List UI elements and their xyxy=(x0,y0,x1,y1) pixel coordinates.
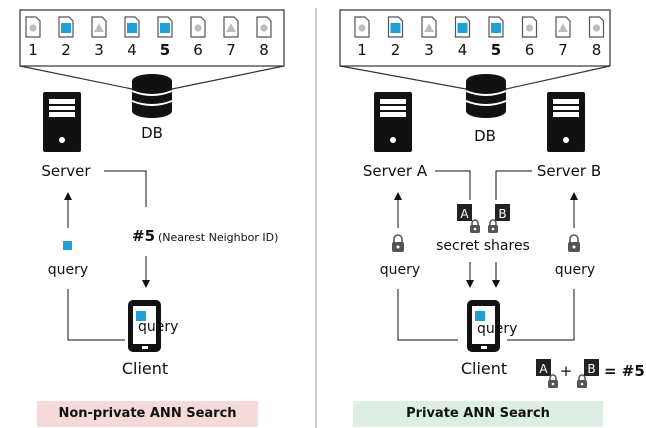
left-doc-3-icon xyxy=(91,16,107,38)
right-query-right-line xyxy=(507,289,575,341)
left-result-line xyxy=(104,170,147,207)
right-db-label: DB xyxy=(474,127,496,145)
right-doc-icons: 1 2 3 4 5 6 7 8 xyxy=(354,16,605,59)
svg-text:A: A xyxy=(539,362,548,376)
formula-plus: + xyxy=(560,362,573,380)
secret-shares-label: secret shares xyxy=(436,238,530,254)
right-doc-1-icon xyxy=(354,16,370,38)
left-db-icon xyxy=(131,74,173,118)
left-client-label: Client xyxy=(122,359,168,378)
left-result-note: (Nearest Neighbor ID) xyxy=(158,231,278,244)
right-phone-icon xyxy=(467,300,500,352)
right-phone-query-label: query xyxy=(477,321,517,337)
server-b-icon xyxy=(547,92,585,152)
share-b-badge: B xyxy=(495,204,510,221)
left-doc-number: 5 xyxy=(160,41,170,59)
query-left-lock-icon xyxy=(392,234,404,252)
left-phone-query-label: query xyxy=(138,319,178,335)
right-db-icon xyxy=(465,74,507,118)
formula-share-a: A xyxy=(536,359,558,388)
left-doc-6-icon xyxy=(190,16,206,38)
left-phone-icon xyxy=(128,300,161,352)
left-doc-number: 2 xyxy=(61,41,71,59)
right-doc-number: 6 xyxy=(525,41,535,59)
right-query-right-label: query xyxy=(555,262,595,278)
right-panel: 1 2 3 4 5 6 7 8 DB Server A Server B xyxy=(339,9,645,388)
server-a-icon xyxy=(374,92,412,152)
right-doc-2-icon xyxy=(387,16,404,38)
left-doc-5-icon xyxy=(157,16,173,38)
left-server-icon xyxy=(43,92,81,152)
share-a-lock-icon xyxy=(470,219,480,233)
left-query-label: query xyxy=(48,262,88,278)
left-doc-number: 4 xyxy=(127,41,137,59)
server-b-label: Server B xyxy=(537,162,601,180)
svg-text:B: B xyxy=(498,207,506,221)
server-b-share-line xyxy=(495,170,532,200)
left-doc-number: 3 xyxy=(94,41,104,59)
share-a-badge: A xyxy=(457,204,472,221)
left-doc-1-icon xyxy=(25,16,41,38)
left-doc-2-icon xyxy=(58,16,74,38)
server-a-label: Server A xyxy=(363,162,428,180)
query-right-lock-icon xyxy=(568,234,580,252)
right-caption: Private ANN Search xyxy=(353,401,603,427)
right-client-label: Client xyxy=(461,359,507,378)
right-doc-3-icon xyxy=(421,16,437,38)
formula-share-b: B xyxy=(577,359,599,388)
right-doc-number: 7 xyxy=(558,41,568,59)
svg-text:A: A xyxy=(460,207,469,221)
formula-result: = #5 xyxy=(604,362,645,380)
right-doc-4-icon xyxy=(454,16,471,38)
left-doc-icons: 1 2 3 4 5 6 7 8 xyxy=(25,16,272,59)
left-doc-number: 7 xyxy=(226,41,236,59)
left-doc-number: 1 xyxy=(28,41,38,59)
left-doc-4-icon xyxy=(124,16,140,38)
left-doc-8-icon xyxy=(256,16,272,38)
right-doc-number: 1 xyxy=(357,41,367,59)
left-doc-strip: 1 2 3 4 5 6 7 8 xyxy=(19,9,285,90)
right-doc-7-icon xyxy=(555,16,571,38)
right-doc-number: 4 xyxy=(458,41,468,59)
right-query-left-line xyxy=(397,289,458,341)
right-doc-number: 8 xyxy=(592,41,602,59)
right-doc-6-icon xyxy=(521,16,538,38)
left-server-label: Server xyxy=(41,162,91,180)
left-db-label: DB xyxy=(141,124,163,142)
left-doc-7-icon xyxy=(223,16,239,38)
left-result-label: #5 xyxy=(132,227,155,245)
right-doc-strip: 1 2 3 4 5 6 7 8 xyxy=(339,9,611,90)
right-query-left-label: query xyxy=(380,262,420,278)
right-doc-number: 2 xyxy=(391,41,401,59)
right-doc-8-icon xyxy=(588,16,605,38)
left-query-line xyxy=(67,289,125,341)
left-panel: 1 2 3 4 5 6 7 8 DB Server #5 (Nearest Neighbor … xyxy=(19,9,285,378)
right-doc-number: 5 xyxy=(491,41,501,59)
left-query-square-icon xyxy=(63,241,72,250)
server-a-share-line xyxy=(435,170,471,200)
share-b-lock-icon xyxy=(488,219,498,233)
right-doc-5-icon xyxy=(488,16,504,38)
svg-text:B: B xyxy=(587,362,595,376)
left-caption: Non-private ANN Search xyxy=(37,401,258,427)
right-doc-number: 3 xyxy=(424,41,434,59)
left-doc-number: 6 xyxy=(193,41,203,59)
left-doc-number: 8 xyxy=(259,41,269,59)
